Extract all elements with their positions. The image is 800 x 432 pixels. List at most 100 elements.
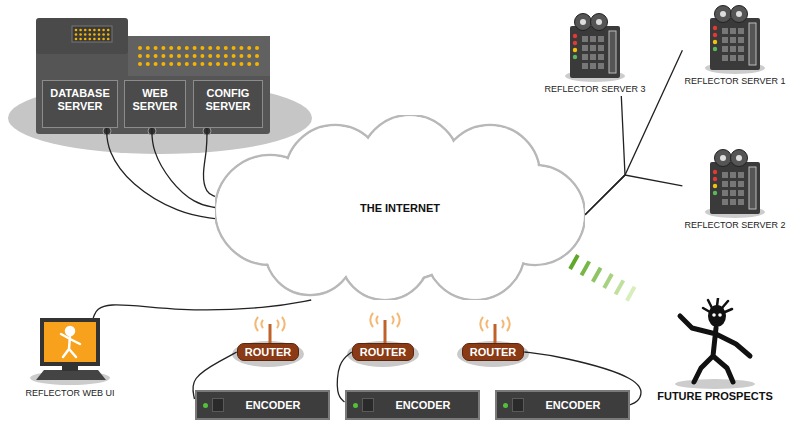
wifi-wave bbox=[261, 320, 263, 328]
web-ui-terminal: REFLECTOR WEB UI bbox=[24, 318, 117, 400]
keypad-key bbox=[582, 45, 588, 51]
indicator-dot bbox=[169, 46, 173, 50]
node-label: REFLECTOR SERVER 1 bbox=[684, 76, 785, 86]
indicator-dot bbox=[239, 46, 243, 50]
screen-figure bbox=[61, 327, 80, 357]
indicator-dot bbox=[138, 54, 142, 58]
indicator-dot bbox=[169, 54, 173, 58]
vent-dot bbox=[75, 33, 78, 36]
encoder-vent bbox=[212, 398, 224, 412]
vent-dot bbox=[89, 33, 92, 36]
server-handle bbox=[609, 31, 616, 73]
network-link bbox=[585, 175, 682, 215]
node-label: ROUTER bbox=[470, 346, 516, 358]
reel-hub bbox=[720, 11, 726, 17]
indicator-dot bbox=[169, 62, 173, 66]
wifi-wave bbox=[376, 316, 378, 324]
indicator-dot bbox=[161, 46, 165, 50]
wifi-wave bbox=[502, 320, 504, 328]
vent-dot bbox=[102, 33, 105, 36]
status-led bbox=[713, 170, 717, 174]
indicator-dot bbox=[224, 54, 228, 58]
signal-dash bbox=[570, 255, 578, 269]
indicator-dot bbox=[154, 62, 158, 66]
router-badge: ROUTER bbox=[352, 343, 414, 361]
keypad-key bbox=[730, 199, 736, 205]
reflector-server: REFLECTOR SERVER 2 bbox=[682, 148, 787, 232]
keypad-key bbox=[722, 28, 728, 34]
indicator-dot bbox=[146, 46, 150, 50]
node-label: ENCODER bbox=[245, 399, 300, 411]
node-label: ENCODER bbox=[395, 399, 450, 411]
node-label: THE INTERNET bbox=[360, 202, 440, 214]
keypad-key bbox=[722, 55, 728, 61]
keypad-key bbox=[722, 190, 728, 196]
keypad-key bbox=[730, 181, 736, 187]
node-label: FUTURE PROSPECTS bbox=[657, 390, 773, 402]
wifi-wave bbox=[480, 317, 483, 331]
node-label: REFLECTOR SERVER 3 bbox=[544, 84, 645, 94]
cloud-lobe-fill bbox=[336, 141, 473, 278]
building-top-block bbox=[36, 18, 128, 54]
tape-reel bbox=[714, 6, 731, 23]
signal-dash bbox=[581, 261, 589, 275]
indicator-dot bbox=[247, 46, 251, 50]
keypad-key bbox=[590, 45, 596, 51]
indicator-dot bbox=[185, 62, 189, 66]
node-label: ENCODER bbox=[545, 399, 600, 411]
indicator-dot bbox=[208, 62, 212, 66]
reflector-server: REFLECTOR SERVER 1 bbox=[682, 4, 787, 88]
keypad-key bbox=[582, 63, 588, 69]
indicator-dot bbox=[138, 62, 142, 66]
network-link bbox=[203, 128, 215, 196]
keypad-key bbox=[598, 63, 604, 69]
router-shadow bbox=[232, 341, 304, 367]
wifi-wave bbox=[486, 320, 488, 328]
keypad-key bbox=[722, 199, 728, 205]
keypad-key bbox=[590, 63, 596, 69]
tape-reel bbox=[574, 14, 591, 31]
server-panel: DATABASE SERVER bbox=[42, 80, 118, 128]
indicator-dot bbox=[193, 54, 197, 58]
wifi-wave bbox=[255, 317, 258, 331]
status-led bbox=[713, 47, 717, 51]
vent-dot bbox=[79, 38, 82, 41]
vent-dot bbox=[98, 29, 101, 32]
node-label: REFLECTOR SERVER 2 bbox=[684, 220, 785, 230]
server-panel: CONFIG SERVER bbox=[193, 80, 263, 128]
indicator-dot bbox=[247, 62, 251, 66]
wifi-wave bbox=[392, 316, 394, 324]
node-label: ROUTER bbox=[360, 346, 406, 358]
keypad-key bbox=[738, 28, 744, 34]
keypad-key bbox=[730, 37, 736, 43]
node-label: REFLECTOR WEB UI bbox=[26, 388, 115, 398]
node-label: CONFIG SERVER bbox=[197, 87, 259, 113]
vent-dot bbox=[93, 38, 96, 41]
wifi-wave bbox=[277, 320, 279, 328]
wireless-signal bbox=[570, 255, 635, 301]
keypad-key bbox=[730, 46, 736, 52]
vent-dot bbox=[75, 38, 78, 41]
wifi-wave bbox=[507, 317, 510, 331]
tape-reel bbox=[590, 14, 607, 31]
encoder-box: ENCODER bbox=[495, 390, 630, 420]
network-link bbox=[152, 128, 215, 208]
vent-dot bbox=[107, 29, 110, 32]
router-badge: ROUTER bbox=[462, 343, 524, 361]
keypad-key bbox=[722, 37, 728, 43]
indicator-dot bbox=[185, 46, 189, 50]
status-led bbox=[713, 177, 717, 181]
indicator-dot bbox=[177, 62, 181, 66]
node-label: DATABASE SERVER bbox=[46, 87, 114, 113]
vent-dot bbox=[102, 38, 105, 41]
keypad-key bbox=[598, 54, 604, 60]
power-led bbox=[503, 403, 508, 408]
figure-eye bbox=[712, 313, 716, 317]
keypad-key bbox=[722, 46, 728, 52]
vent-dot bbox=[84, 33, 87, 36]
indicator-dots bbox=[138, 46, 259, 66]
indicator-dot bbox=[208, 46, 212, 50]
vent-dot bbox=[79, 29, 82, 32]
keypad-key bbox=[582, 54, 588, 60]
keypad-key bbox=[738, 46, 744, 52]
